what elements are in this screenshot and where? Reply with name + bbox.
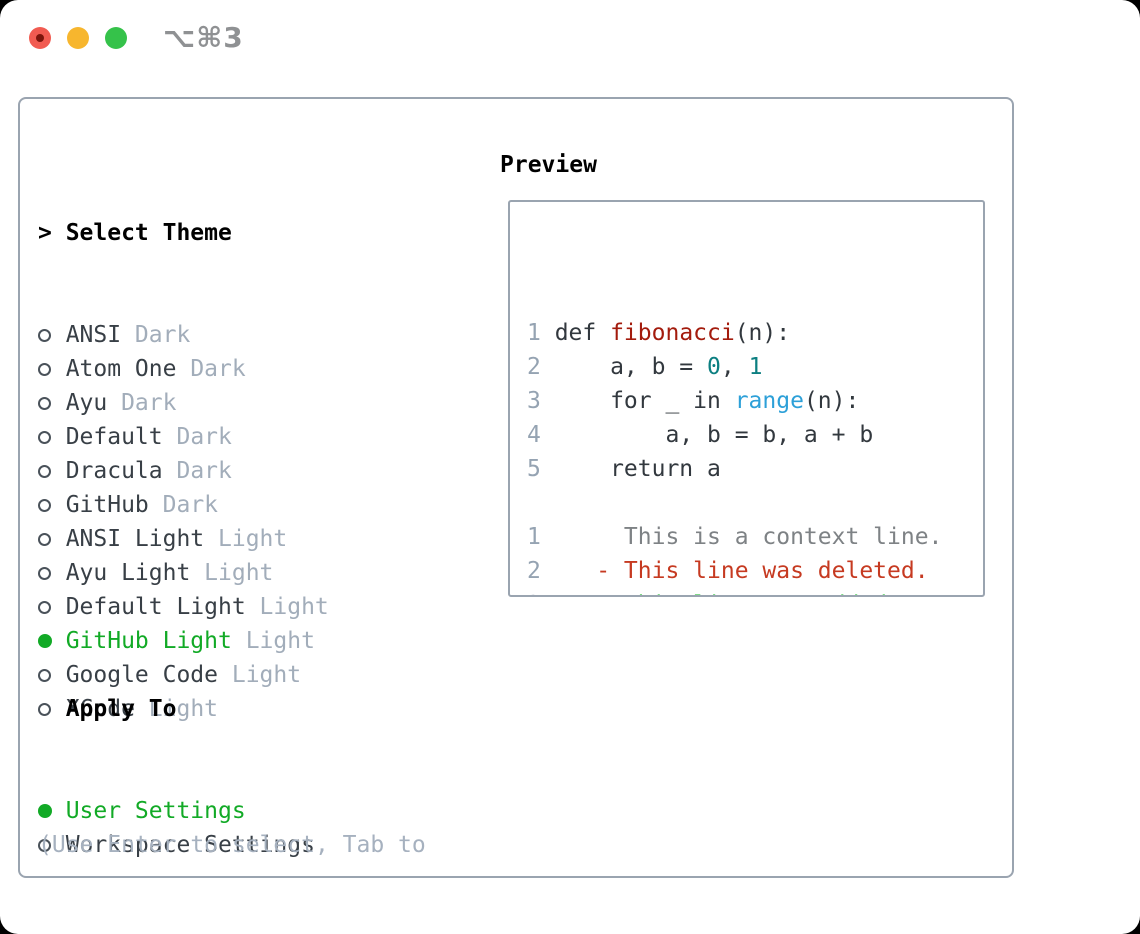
theme-option-label: Dracula xyxy=(65,458,163,484)
preview-code-line: 5 return a xyxy=(527,452,983,486)
hint-line: (Use Enter to select, Tab to xyxy=(38,832,426,858)
theme-option-label: GitHub Light xyxy=(65,628,232,654)
zoom-button[interactable] xyxy=(105,27,127,49)
title-bar: ⌥⌘3 xyxy=(0,0,1140,76)
theme-list-header: > Select Theme xyxy=(38,216,329,250)
radio-icon xyxy=(38,397,51,410)
radio-selected-icon xyxy=(38,634,52,648)
theme-option-label: Atom One xyxy=(65,356,177,382)
radio-icon xyxy=(38,703,51,716)
theme-variant-badge: Light xyxy=(148,696,219,722)
apply-to-header: Apply To xyxy=(38,692,315,726)
close-button[interactable] xyxy=(29,27,51,49)
theme-variant-badge: Dark xyxy=(176,424,232,450)
radio-icon xyxy=(38,839,51,852)
theme-variant-badge: Dark xyxy=(134,322,191,348)
theme-option-label: ANSI Light xyxy=(65,526,205,552)
preview-code-line: 2 + This line was added. xyxy=(527,588,983,595)
preview-code-line: 3 for _ in range(n): xyxy=(527,384,983,418)
radio-icon xyxy=(38,669,51,682)
theme-option[interactable]: GitHub Light Light xyxy=(38,624,329,658)
line-number: 2 xyxy=(527,558,541,584)
theme-variant-badge: Light xyxy=(245,628,315,654)
window-shortcut-label: ⌥⌘3 xyxy=(163,21,244,54)
line-number: 3 xyxy=(527,388,541,414)
hint-text: (Use Enter to select, Tab to change focu… xyxy=(38,760,426,934)
theme-variant-badge: Dark xyxy=(121,390,177,416)
apply-to-option[interactable]: User Settings xyxy=(38,794,315,828)
theme-variant-badge: Dark xyxy=(162,492,219,518)
theme-option-label: Default xyxy=(65,424,163,450)
theme-variant-badge: Dark xyxy=(176,458,232,484)
theme-option-label: XCode xyxy=(65,696,135,722)
preview-title: Preview xyxy=(500,152,597,178)
theme-option-label: GitHub xyxy=(65,492,149,518)
apply-to-title: Apply To xyxy=(65,696,177,722)
line-number: 5 xyxy=(527,456,541,482)
theme-option[interactable]: ANSI Light Light xyxy=(38,522,329,556)
theme-option[interactable]: Ayu Light Light xyxy=(38,556,329,590)
line-number: 1 xyxy=(527,320,541,346)
theme-option[interactable]: Google Code Light xyxy=(38,658,329,692)
apply-to-option-label: User Settings xyxy=(65,798,246,824)
line-number: 1 xyxy=(527,524,541,550)
preview-code-line: 4 a, b = b, a + b xyxy=(527,418,983,452)
theme-option[interactable]: Ayu Dark xyxy=(38,386,329,420)
theme-option[interactable]: Dracula Dark xyxy=(38,454,329,488)
theme-option[interactable]: Default Dark xyxy=(38,420,329,454)
theme-option-label: Ayu Light xyxy=(65,560,191,586)
theme-variant-badge: Light xyxy=(259,594,329,620)
radio-icon xyxy=(38,601,51,614)
theme-option[interactable]: ANSI Dark xyxy=(38,318,329,352)
radio-icon xyxy=(38,363,51,376)
preview-code-line: 2 - This line was deleted. xyxy=(527,554,983,588)
preview-code-line: 1 This is a context line. xyxy=(527,520,983,554)
theme-variant-badge: Light xyxy=(231,662,302,688)
radio-icon xyxy=(38,567,51,580)
theme-option-label: Ayu xyxy=(65,390,108,416)
radio-icon xyxy=(38,329,51,342)
radio-selected-icon xyxy=(38,804,52,818)
preview-blank-line xyxy=(527,486,983,520)
line-number: 4 xyxy=(527,422,541,448)
apply-to-option-label: Workspace Settings xyxy=(65,832,315,858)
radio-icon xyxy=(38,533,51,546)
theme-list-title: Select Theme xyxy=(65,220,232,246)
hint-line: change focus) xyxy=(38,930,426,934)
theme-variant-badge: Light xyxy=(218,526,288,552)
theme-variant-badge: Light xyxy=(204,560,274,586)
theme-option[interactable]: Atom One Dark xyxy=(38,352,329,386)
radio-icon xyxy=(38,431,51,444)
apply-to-option[interactable]: Workspace Settings xyxy=(38,828,315,862)
theme-option-label: ANSI xyxy=(65,322,122,348)
preview-code-line: 2 a, b = 0, 1 xyxy=(527,350,983,384)
radio-icon xyxy=(38,499,51,512)
theme-option-label: Google Code xyxy=(65,662,219,688)
line-number: 2 xyxy=(527,588,541,595)
prompt-icon: > xyxy=(38,220,52,246)
theme-variant-badge: Dark xyxy=(190,356,246,382)
line-number: 2 xyxy=(527,354,541,380)
theme-option[interactable]: Default Light Light xyxy=(38,590,329,624)
theme-option[interactable]: GitHub Dark xyxy=(38,488,329,522)
theme-option-label: Default Light xyxy=(65,594,246,620)
radio-icon xyxy=(38,465,51,478)
theme-option[interactable]: XCode Light xyxy=(38,692,329,726)
minimize-button[interactable] xyxy=(67,27,89,49)
